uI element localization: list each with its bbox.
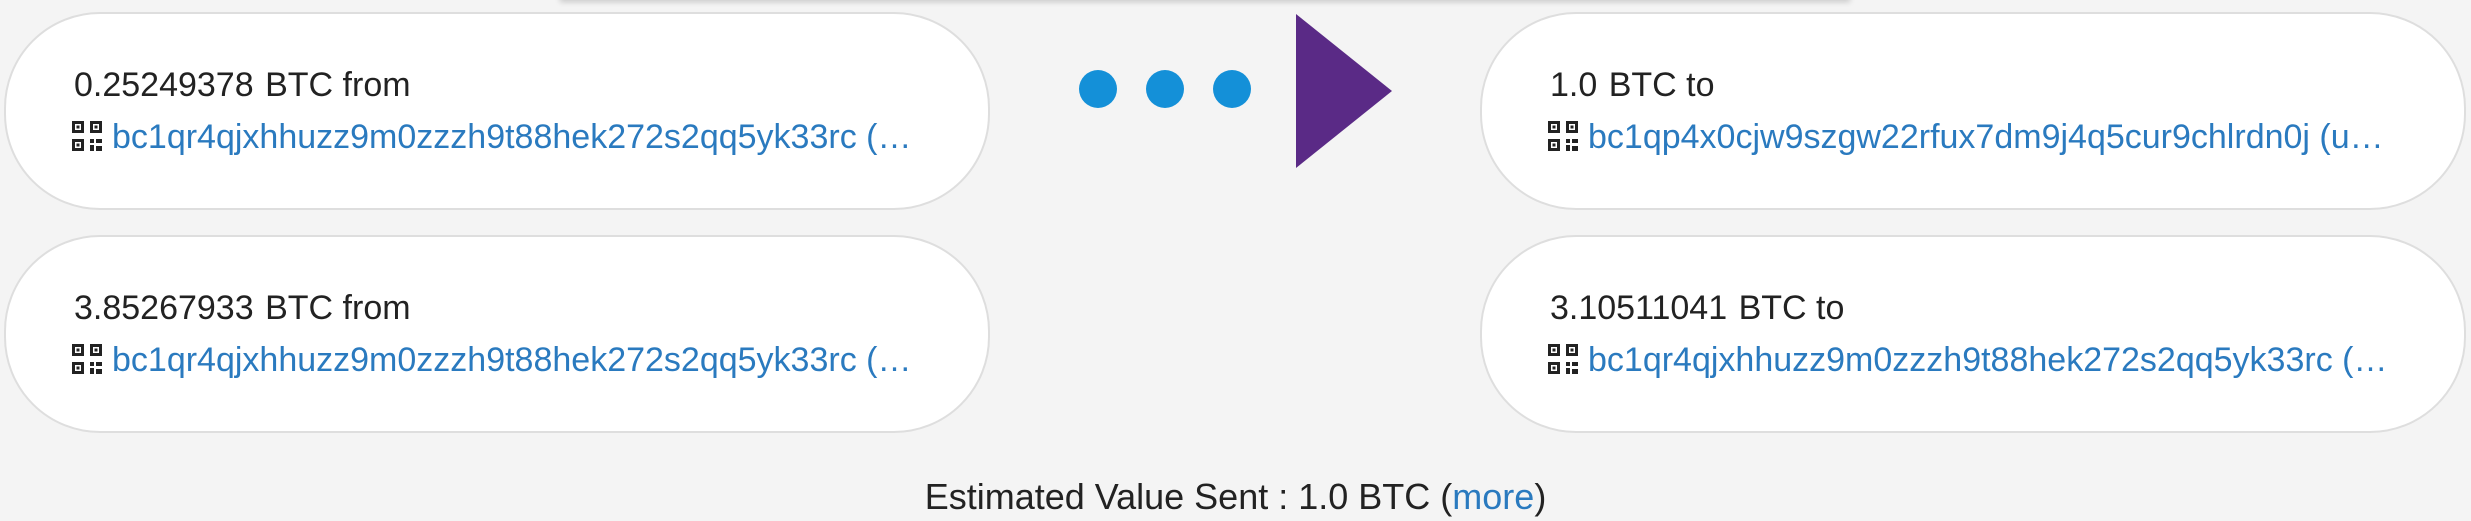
output-pill-1: 1.0 BTC to bc1qp4x0cjw9szgw22rfux7dm9j4q… [1480,12,2466,210]
input-unit: BTC [265,289,334,327]
summary-label: Estimated Value Sent [924,476,1269,517]
output-unit: BTC [1738,289,1807,327]
output-amount: 1.0 [1550,66,1598,104]
summary-close-paren: ) [1534,476,1547,517]
input-pill-2: 3.85267933 BTC from bc1qr4qjxhhuzz9m0zzz… [4,235,990,433]
output-address-line: bc1qp4x0cjw9szgw22rfux7dm9j4q5cur9chlrdn… [1548,118,2394,157]
input-address-line: bc1qr4qjxhhuzz9m0zzzh9t88hek272s2qq5yk33… [72,118,918,157]
ellipsis-dots-icon [1146,70,1184,108]
input-direction: from [342,289,411,327]
input-amount: 0.25249378 [74,66,254,104]
output-address-note[interactable]: (s… [2342,341,2394,379]
qr-code-icon[interactable] [1548,344,1578,374]
output-direction: to [1686,66,1715,104]
output-amount-line: 1.0 BTC to [1550,66,1715,105]
more-link[interactable]: more [1452,476,1535,517]
input-amount: 3.85267933 [74,289,254,327]
qr-code-icon[interactable] [72,121,102,151]
ellipsis-dots-icon [1213,70,1251,108]
input-address-link[interactable]: bc1qr4qjxhhuzz9m0zzzh9t88hek272s2qq5yk33… [112,341,857,379]
input-address-line: bc1qr4qjxhhuzz9m0zzzh9t88hek272s2qq5yk33… [72,341,918,380]
input-unit: BTC [265,66,334,104]
summary-separator: : [1268,476,1299,517]
input-amount-line: 0.25249378 BTC from [74,66,411,105]
input-pill-1: 0.25249378 BTC from bc1qr4qjxhhuzz9m0zzz… [4,12,990,210]
qr-code-icon[interactable] [72,344,102,374]
input-amount-line: 3.85267933 BTC from [74,289,411,328]
estimated-value-summary: Estimated Value Sent : 1.0 BTC (more) [0,476,2471,518]
input-direction: from [342,66,411,104]
output-amount-line: 3.10511041 BTC to [1550,289,1844,328]
output-direction: to [1816,289,1845,327]
summary-open-paren: ( [1430,476,1453,517]
qr-code-icon[interactable] [1548,121,1578,151]
output-unit: BTC [1608,66,1677,104]
input-address-note[interactable]: (o… [866,341,918,379]
output-pill-2: 3.10511041 BTC to bc1qr4qjxhhuzz9m0zzzh9… [1480,235,2466,433]
output-address-link[interactable]: bc1qp4x0cjw9szgw22rfux7dm9j4q5cur9chlrdn… [1588,118,2310,156]
input-address-link[interactable]: bc1qr4qjxhhuzz9m0zzzh9t88hek272s2qq5yk33… [112,118,857,156]
play-arrow-icon [1296,14,1392,168]
output-address-note[interactable]: (u… [2319,118,2384,156]
output-address-link[interactable]: bc1qr4qjxhhuzz9m0zzzh9t88hek272s2qq5yk33… [1588,341,2333,379]
summary-value: 1.0 BTC [1298,476,1431,517]
input-address-note[interactable]: (o… [866,118,918,156]
ellipsis-dots-icon [1079,70,1117,108]
output-amount: 3.10511041 [1550,289,1728,327]
output-address-line: bc1qr4qjxhhuzz9m0zzzh9t88hek272s2qq5yk33… [1548,341,2394,380]
